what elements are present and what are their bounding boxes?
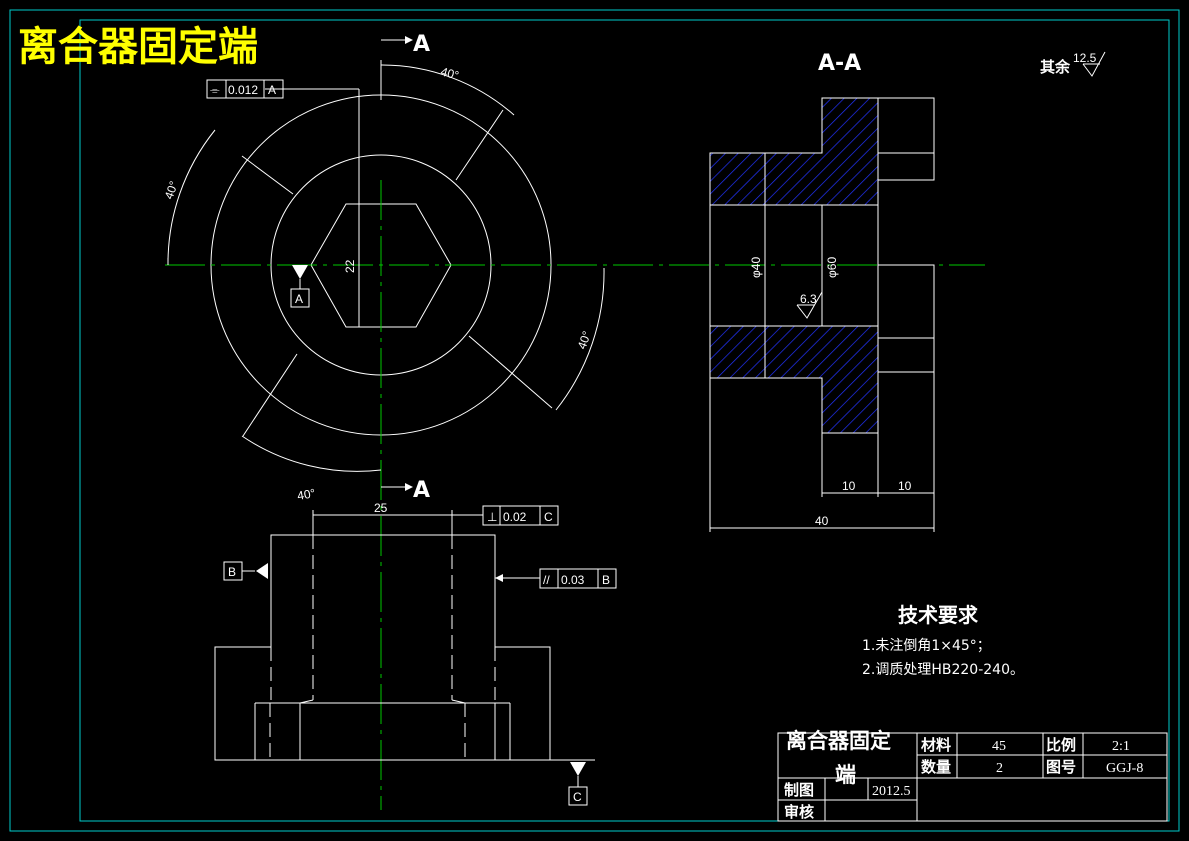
datum-a-label: A	[295, 292, 303, 306]
roughness-value: 12.5	[1073, 51, 1097, 65]
roughness-prefix: 其余	[1040, 58, 1071, 76]
perp-datum: C	[544, 510, 553, 524]
side-view: 25 ⊥ 0.02 C // 0.03 B B C	[214, 501, 617, 806]
section-view: A-A φ40 φ60 6.3 10 10 40	[709, 51, 935, 532]
drawing-no-label: 图号	[1046, 758, 1076, 776]
flatness-datum: A	[268, 83, 276, 97]
scale-label: 比例	[1046, 736, 1076, 754]
total-dim: 40	[815, 514, 829, 528]
section-title: A-A	[818, 51, 861, 76]
hatch-top	[709, 97, 879, 206]
requirement-2: 2.调质处理HB220-240。	[862, 662, 1024, 678]
width-dim-b: 10	[898, 479, 912, 493]
perp-value: 0.02	[503, 510, 527, 524]
parallel-datum: B	[602, 573, 610, 587]
material-value: 45	[992, 739, 1006, 754]
checked-label: 审核	[784, 803, 814, 821]
roughness-6-3: 6.3	[800, 292, 817, 306]
tech-requirements: 技术要求 1.未注倒角1×45°； 2.调质处理HB220-240。	[862, 603, 1024, 678]
inner-border	[79, 19, 1170, 822]
flatness-value: 0.012	[228, 83, 258, 97]
outer-border	[9, 9, 1180, 832]
angle-dim-right: 40°	[575, 329, 594, 351]
drawing-title: 离合器固定端	[18, 24, 258, 70]
qty-value: 2	[996, 761, 1003, 776]
top-width-dim: 25	[374, 501, 388, 515]
hex-flat-dim: 22	[343, 259, 357, 273]
front-view: 40° 40° 40° 40° 22 ⌯ 0.012 A A A A	[162, 32, 985, 810]
perp-symbol: ⊥	[487, 510, 497, 524]
qty-label: 数量	[921, 758, 951, 776]
bore-dia-dim: φ40	[749, 257, 763, 278]
parallel-value: 0.03	[561, 573, 585, 587]
drawn-label: 制图	[784, 781, 814, 799]
outer-dia-dim: φ60	[825, 257, 839, 278]
datum-c-label: C	[573, 790, 582, 804]
hatch-bottom	[709, 325, 879, 434]
width-dim-a: 10	[842, 479, 856, 493]
drawing-no-value: GGJ-8	[1106, 761, 1143, 776]
part-name-line2: 端	[835, 763, 856, 787]
material-label: 材料	[921, 736, 951, 754]
part-name-line1: 离合器固定	[786, 729, 891, 753]
angle-dim-top: 40°	[439, 64, 460, 82]
drawn-date: 2012.5	[872, 784, 911, 799]
requirement-1: 1.未注倒角1×45°；	[862, 638, 991, 654]
title-block: 离合器固定 端 材料 45 比例 2:1 数量 2 图号 GGJ-8 制图 20…	[777, 729, 1168, 822]
cut-label-top: A	[413, 32, 430, 57]
scale-value: 2:1	[1112, 739, 1130, 754]
flatness-symbol: ⌯	[210, 83, 220, 97]
angle-dim-left: 40°	[162, 179, 181, 201]
requirements-heading: 技术要求	[898, 603, 979, 627]
parallel-symbol: //	[543, 573, 550, 587]
cut-label-bottom: A	[413, 478, 430, 503]
angle-dim-bottom: 40°	[296, 486, 316, 503]
datum-b-label: B	[228, 565, 236, 579]
